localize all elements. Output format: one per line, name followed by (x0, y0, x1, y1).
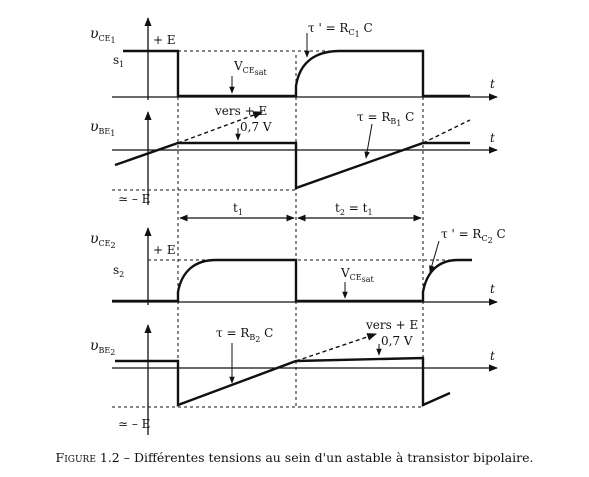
vbe2-minus-e-label: ≃ – E (118, 417, 150, 431)
vbe1-minus-e-label: ≃ – E (118, 192, 150, 206)
vce2-high-label: + E (153, 243, 176, 257)
vce1-high-label: + E (153, 33, 176, 47)
vce1-waveform (123, 49, 470, 98)
vce1-tau-label: τ ' = RC1 C (308, 21, 373, 39)
vce2-tau-arrow (429, 240, 440, 273)
figure-caption-label: Figure 1.2 (55, 450, 120, 465)
panel-vce1: υCE1 + E s1 VCEsat τ ' = RC1 C t (90, 17, 498, 101)
vbe1-t-label: t (490, 131, 495, 145)
vce1-s-label: s1 (113, 53, 124, 69)
interval-t1-label: t1 (233, 201, 243, 217)
vbe2-axis-label: υBE2 (90, 338, 115, 357)
vbe1-waveform (114, 141, 470, 190)
vce1-axis-label: υCE1 (90, 26, 116, 45)
vce1-t-label: t (490, 77, 495, 91)
vbe2-trend-dash (295, 333, 377, 362)
vce2-t-label: t (490, 282, 495, 296)
vce2-tau-label: τ ' = RC2 C (441, 227, 506, 245)
figure-caption-separator: – (119, 450, 134, 465)
panel-vbe2: υBE2 vers + E 0,7 V τ = RB2 C t ≃ – E (90, 318, 498, 435)
vbe1-tau-arrow (364, 123, 373, 159)
vbe1-vers-label: vers + E (214, 104, 267, 118)
vce2-axis-label: υCE2 (90, 231, 116, 250)
vce2-waveform (112, 258, 472, 303)
figure-caption-text: Différentes tensions au sein d'un astabl… (133, 450, 534, 465)
vbe1-tau-label: τ = RB1 C (357, 110, 414, 128)
vce1-vsat-label: VCEsat (233, 59, 268, 77)
vbe1-trend-dash-2 (422, 119, 471, 144)
time-guide-lines (177, 55, 424, 408)
vbe2-t-label: t (490, 349, 495, 363)
vce2-s-label: s2 (113, 263, 124, 279)
panel-vce2: υCE2 + E s2 VCEsat τ ' = RC2 C t (90, 227, 506, 306)
vbe1-axis-label: υBE1 (90, 119, 115, 138)
vbe1-07-label: 0,7 V (240, 120, 272, 134)
vbe2-07-label: 0,7 V (381, 334, 413, 348)
vbe2-vers-label: vers + E (365, 318, 418, 332)
interval-markers: t1 t2 = t1 (179, 201, 422, 222)
vbe2-waveform (115, 356, 451, 407)
interval-t2-label: t2 = t1 (335, 201, 373, 217)
vce2-vsat-label: VCEsat (340, 266, 375, 284)
figure-caption: Figure 1.2 – Différentes tensions au sei… (0, 450, 589, 465)
vbe2-tau-label: τ = RB2 C (216, 326, 273, 344)
panel-vbe1: υBE1 vers + E 0,7 V τ = RB1 C t ≃ – E (90, 104, 498, 206)
vbe1-trend-dash-1 (177, 111, 263, 144)
